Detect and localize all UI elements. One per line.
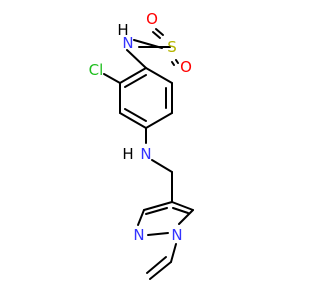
oxygen-top-label: O [146, 10, 158, 28]
ring-bond-6-inner [124, 74, 147, 88]
pyrazole-bond-c5-c4 [171, 201, 194, 211]
ring-bond-4 [119, 112, 147, 129]
bond-nitrogen-ring [126, 49, 147, 69]
chlorine-label: Cl [89, 61, 104, 79]
atom-labels: H N S O O Cl H N N N [89, 10, 192, 244]
sulfur-label: S [167, 38, 177, 56]
amine-nitrogen-label: N [140, 145, 151, 163]
ring-bond-6 [119, 67, 147, 84]
oxygen-bottom-label: O [180, 58, 192, 76]
amine-hydrogen-label: H [122, 145, 133, 163]
sulfonamide-nitrogen-label: N [122, 34, 133, 52]
pyrazole-bond-n2-n1 [147, 232, 169, 236]
bond-sulfur-oxygen-bottom-b [171, 61, 175, 66]
pyrazole-bond-c4-c3-inner [145, 207, 168, 215]
ring-bond-4-inner [124, 108, 147, 122]
bond-sulfur-nitrogen [133, 39, 163, 49]
bond-sulfur-oxygen-top-a [152, 31, 161, 39]
pyrazole-n2-label: N [133, 226, 144, 244]
molecule-canvas: H N S O O Cl H N N N [89, 10, 194, 280]
bond-vinyl-double-b [146, 256, 167, 274]
ring-bond-3 [145, 112, 173, 129]
pyrazole-bond-c3-n2 [137, 209, 145, 226]
pyrazole-bond-c5-c4-inner [172, 207, 189, 214]
bonds [103, 28, 194, 280]
bond-sulfur-oxygen-top-b [155, 28, 164, 36]
bond-amine-methylene [151, 159, 173, 173]
pyrazole-n1-label: N [171, 226, 182, 244]
bond-vinyl-double-a [149, 261, 172, 280]
pyrazole-bond-n1-c5 [178, 209, 194, 225]
ring-bond-1 [145, 67, 173, 84]
bond-nitrogen-vinyl [170, 243, 177, 263]
structure-drawing: H N S O O Cl H N N N [89, 10, 194, 280]
bond-sulfur-oxygen-bottom-a [175, 59, 179, 64]
pyrazole-bond-c4-c3 [143, 201, 173, 211]
sulfonamide-hydrogen-label: H [117, 21, 128, 39]
bond-ring-chlorine [103, 73, 121, 84]
